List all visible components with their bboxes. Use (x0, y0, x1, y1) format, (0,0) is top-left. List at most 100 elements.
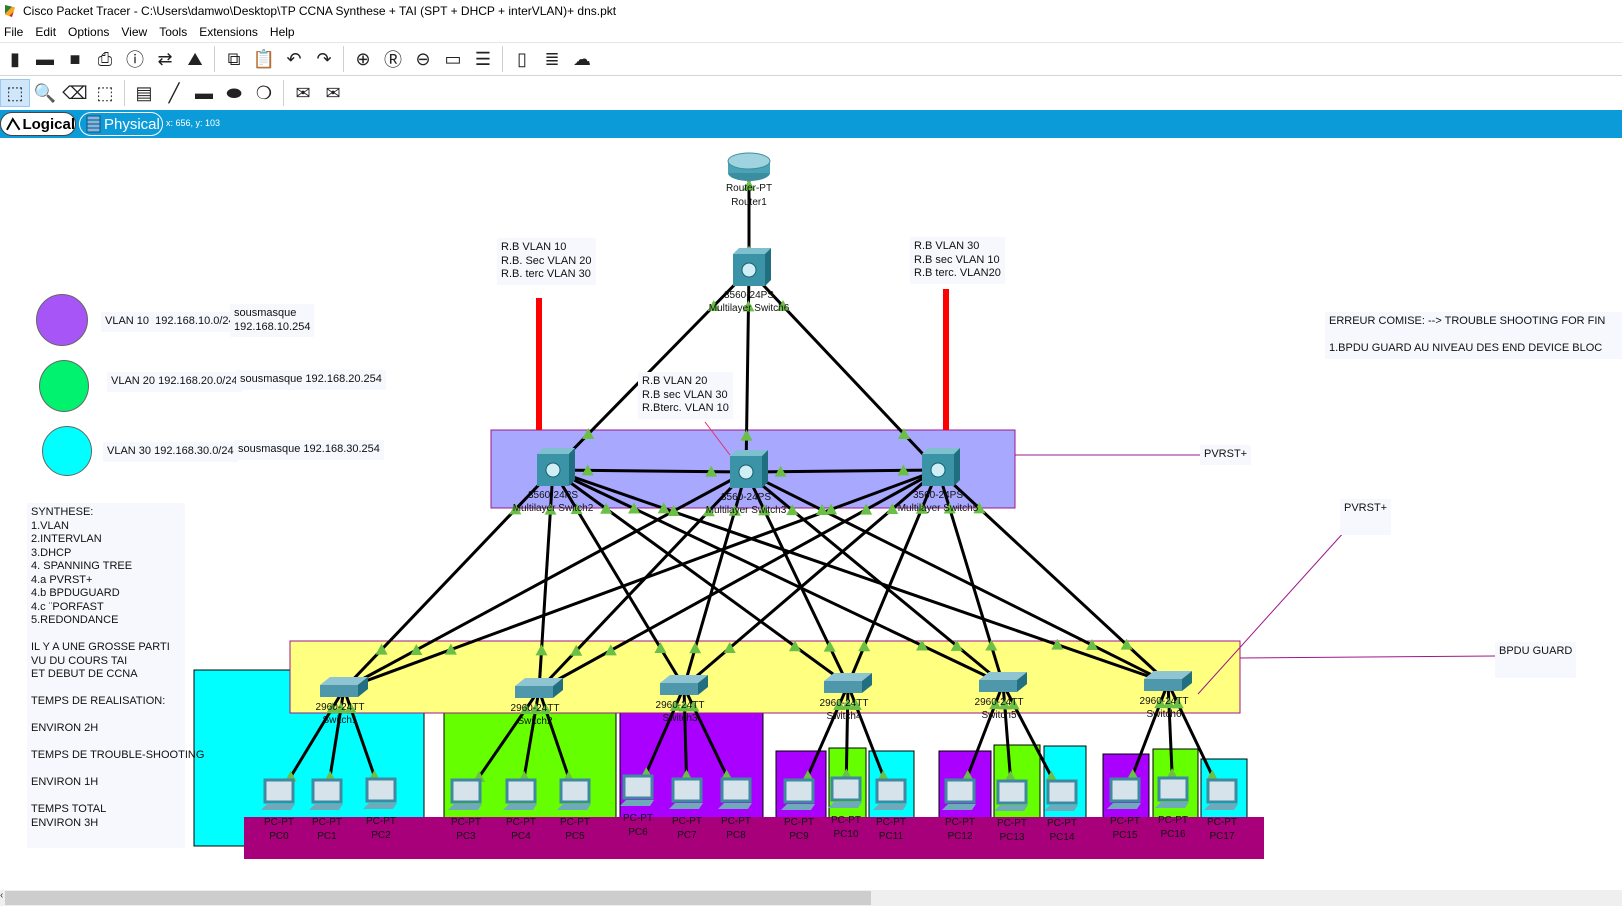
pc-keyboard (873, 804, 907, 810)
access-switch-2[interactable] (515, 678, 563, 698)
router-model-label: Router-PT (726, 183, 772, 194)
menu-extensions[interactable]: Extensions (199, 25, 258, 39)
undo-button[interactable]: ↶ (279, 45, 309, 73)
pc-0[interactable] (261, 778, 295, 810)
copy-button[interactable]: ⧉ (219, 45, 249, 73)
ethernet-link[interactable] (343, 468, 939, 691)
menu-tools[interactable]: Tools (159, 25, 188, 39)
device-name-label: Multilayer Switch5 (898, 503, 979, 514)
scroll-left-icon[interactable]: ‹ (0, 890, 4, 901)
ethernet-link[interactable] (343, 470, 747, 691)
open-folder-button[interactable]: ▬ (30, 45, 60, 73)
access-switch-1[interactable] (320, 677, 368, 697)
delete-button[interactable]: ⌫ (60, 79, 90, 107)
inspect-button[interactable]: 🔍 (30, 79, 60, 107)
cloud-button[interactable]: ☁ (567, 45, 597, 73)
switch-2960-icon (1144, 679, 1182, 691)
ethernet-link[interactable] (745, 468, 939, 474)
ethernet-link[interactable] (538, 468, 939, 692)
network-device-button[interactable]: ≣ (537, 45, 567, 73)
ethernet-link[interactable] (552, 468, 1169, 685)
activity-wizard-button[interactable]: ⇄ (150, 45, 180, 73)
paste-button[interactable]: 📋 (249, 45, 279, 73)
multilayer-switch-dist-2[interactable] (730, 450, 768, 488)
horizontal-scrollbar[interactable]: ‹ (0, 890, 1622, 906)
pc-17[interactable] (1204, 778, 1238, 810)
add-complex-pdu-button[interactable]: ✉ (318, 79, 348, 107)
pc-7[interactable] (669, 777, 703, 809)
port-up-light (1154, 697, 1167, 709)
scrollbar-thumb[interactable] (5, 891, 871, 905)
multilayer-switch-dist-1[interactable] (537, 448, 575, 486)
new-file-button[interactable]: ▮ (0, 45, 30, 73)
device-template-icon: ▯ (517, 48, 527, 69)
pc-1[interactable] (309, 778, 343, 810)
zoom-reset-button[interactable]: Ⓡ (378, 45, 408, 73)
pc-model-label: PC-PT (1207, 817, 1237, 828)
ethernet-link[interactable] (552, 468, 1004, 686)
multilayer-switch-dist-3[interactable] (922, 448, 960, 486)
tab-physical[interactable]: Physical (79, 112, 163, 136)
port-up-light (886, 503, 899, 515)
resize-shape-button[interactable]: ⬚ (90, 79, 120, 107)
pc-2[interactable] (363, 777, 397, 809)
device-template-button[interactable]: ▯ (507, 45, 537, 73)
pc-4[interactable] (503, 778, 537, 810)
save-button[interactable]: ■ (60, 45, 90, 73)
menu-view[interactable]: View (121, 25, 148, 39)
menu-file[interactable]: File (4, 25, 24, 39)
access-switch-4[interactable] (824, 673, 872, 693)
pc-3[interactable] (448, 778, 482, 810)
add-simple-pdu-button[interactable]: ✉ (288, 79, 318, 107)
pc-name-label: PC14 (1049, 832, 1074, 843)
zoom-out-button[interactable]: ⊖ (408, 45, 438, 73)
pc-6[interactable] (620, 774, 654, 806)
zoom-in-button[interactable]: ⊕ (348, 45, 378, 73)
router1[interactable] (727, 152, 771, 181)
port-up-light (788, 640, 801, 652)
pc-14[interactable] (1044, 779, 1078, 811)
tab-logical[interactable]: Logical (0, 112, 76, 136)
pc-monitor-icon (1109, 777, 1141, 803)
port-up-light (707, 300, 720, 311)
freeform-button[interactable]: ❍ (249, 79, 279, 107)
info-button[interactable]: ⓘ (120, 45, 150, 73)
access-switch-5[interactable] (979, 672, 1027, 692)
pc-8[interactable] (718, 777, 752, 809)
access-switch-6[interactable] (1144, 671, 1192, 691)
note-button[interactable]: ▤ (129, 79, 159, 107)
print-button[interactable]: ⎙ (90, 45, 120, 73)
pc-9[interactable] (781, 778, 815, 810)
pc-10[interactable] (828, 776, 862, 808)
menu-options[interactable]: Options (68, 25, 110, 39)
undo-icon: ↶ (286, 48, 302, 69)
select-button[interactable]: ⬚ (0, 79, 30, 107)
root-bridge-left-note: R.B VLAN 10 R.B. Sec VLAN 20 R.B. terc V… (497, 238, 596, 285)
switch-2960-icon (515, 686, 553, 698)
access-switch-3[interactable] (660, 675, 708, 695)
pc-11[interactable] (873, 778, 907, 810)
menu-edit[interactable]: Edit (35, 25, 57, 39)
pc-12[interactable] (942, 778, 976, 810)
draw-rectangle-button[interactable]: ▬ (189, 79, 219, 107)
pc-13[interactable] (994, 779, 1028, 811)
ethernet-link[interactable] (745, 470, 1169, 685)
custom-device-button[interactable]: ⛰ (180, 45, 210, 73)
switch-top (660, 675, 708, 683)
draw-ellipse-button[interactable]: ⬬ (219, 79, 249, 107)
ethernet-link[interactable] (552, 468, 747, 474)
root-bridge-center-note: R.B VLAN 20 R.B sec VLAN 30 R.Bterc. VLA… (638, 372, 733, 419)
multilayer-switch6[interactable] (733, 248, 771, 286)
redo-button[interactable]: ↷ (309, 45, 339, 73)
pc-monitor-icon (450, 778, 482, 804)
menu-help[interactable]: Help (269, 25, 295, 39)
window-button[interactable]: ▭ (438, 45, 468, 73)
pc-5[interactable] (557, 778, 591, 810)
pc-15[interactable] (1107, 777, 1141, 809)
pc-16[interactable] (1155, 776, 1189, 808)
cloud-icon: ☁ (573, 48, 591, 69)
palette-button[interactable]: ☰ (468, 45, 498, 73)
draw-line-button[interactable]: ╱ (159, 79, 189, 107)
